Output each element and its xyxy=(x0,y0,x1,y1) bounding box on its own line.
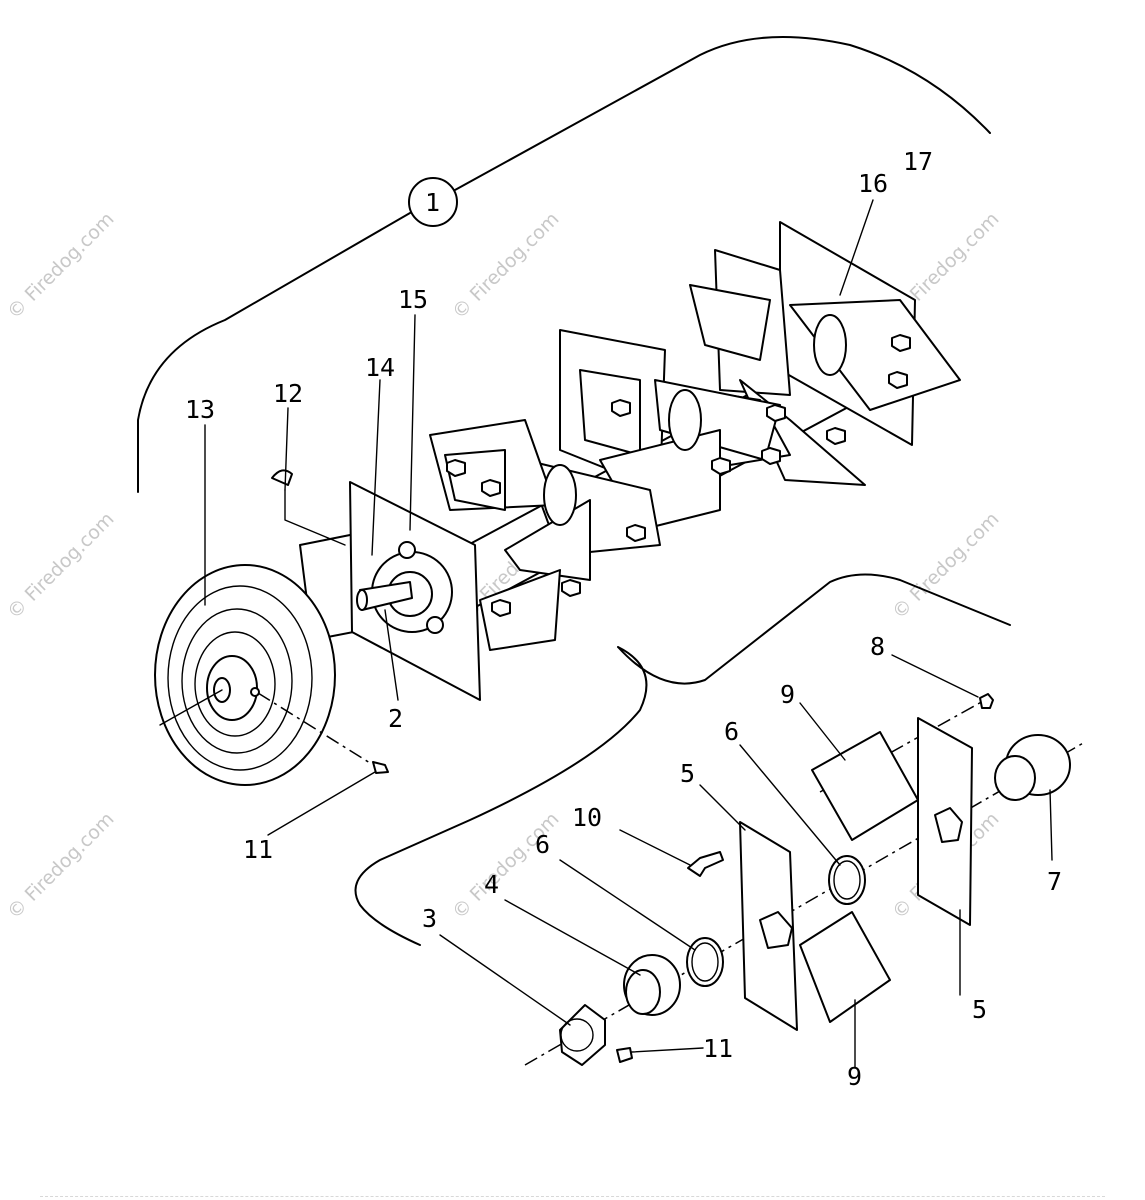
reel-spacer xyxy=(668,389,702,451)
callout-10: 10 xyxy=(572,803,602,832)
leader-16 xyxy=(839,199,874,296)
leader-8 xyxy=(891,654,979,698)
bolt-head xyxy=(491,599,511,617)
callout-3: 3 xyxy=(422,904,437,933)
snap-ring-inner xyxy=(691,942,719,982)
leader-11 xyxy=(631,1047,704,1053)
callout-6: 6 xyxy=(535,830,550,859)
side-plate-hex-hole xyxy=(934,807,963,843)
leader-5 xyxy=(699,784,746,831)
nut-setscrew xyxy=(616,1047,633,1063)
leader-6 xyxy=(739,744,841,866)
bolt-head xyxy=(891,334,911,352)
reel-spacer xyxy=(813,314,847,376)
pulley-setscrew-axis xyxy=(257,692,371,764)
bushing-bore xyxy=(994,755,1036,801)
snap-ring xyxy=(828,855,866,905)
leader-11 xyxy=(267,771,376,836)
bolt-head xyxy=(481,479,501,497)
bolt-head xyxy=(711,457,731,475)
leader-10 xyxy=(619,829,691,866)
hex-nut-thread xyxy=(560,1018,594,1052)
callout-labels: 1 2 3 4 5 5 6 6 7 8 9 9 10 11 11 12 13 1… xyxy=(185,147,1062,1091)
leader-2 xyxy=(384,609,399,701)
watermark: © Firedog.com xyxy=(3,508,118,623)
callout-13: 13 xyxy=(185,395,215,424)
snap-ring xyxy=(686,937,724,987)
hardware-bracket-outline xyxy=(354,573,1011,946)
bearing-bolt xyxy=(398,541,416,559)
bolt-head xyxy=(766,404,786,422)
shaft-end xyxy=(356,589,368,611)
callout-15: 15 xyxy=(398,285,428,314)
bolt-head xyxy=(446,459,466,477)
callout-11: 11 xyxy=(703,1034,733,1063)
key-leader xyxy=(284,489,346,546)
callout-12: 12 xyxy=(273,379,303,408)
watermark: © Firedog.com xyxy=(3,208,118,323)
callout-6: 6 xyxy=(724,717,739,746)
hardware-assembly xyxy=(524,693,1086,1066)
bushing-bore xyxy=(625,969,661,1015)
leader-12 xyxy=(284,407,289,491)
pulley-groove xyxy=(167,585,313,771)
reel-blade xyxy=(689,284,771,361)
assembly-callout-circle xyxy=(408,177,458,227)
callout-leaders xyxy=(204,199,1053,1069)
shim-plate xyxy=(811,731,919,841)
pulley-axis xyxy=(159,689,223,726)
callout-1: 1 xyxy=(425,188,440,217)
callout-8: 8 xyxy=(870,632,885,661)
pulley-groove xyxy=(194,631,276,737)
setscrew xyxy=(372,761,389,774)
watermark: © Firedog.com xyxy=(448,808,563,923)
pulley-setscrew-hole xyxy=(250,687,260,697)
bolt-head xyxy=(761,447,781,465)
snap-ring-inner xyxy=(833,860,861,900)
shim-plate xyxy=(799,911,891,1023)
left-end-assembly xyxy=(271,469,481,701)
leader-14 xyxy=(371,379,381,556)
callout-11: 11 xyxy=(243,835,273,864)
leader-7 xyxy=(1049,789,1053,861)
side-plate-hex-hole xyxy=(759,911,793,949)
reel-spacer xyxy=(543,464,577,526)
leader-6 xyxy=(559,859,696,951)
leader-3 xyxy=(439,934,571,1026)
callout-9: 9 xyxy=(847,1062,862,1091)
callout-9: 9 xyxy=(780,680,795,709)
watermark: © Firedog.com xyxy=(888,508,1003,623)
callout-17: 17 xyxy=(903,147,933,176)
leader-4 xyxy=(504,899,641,976)
assembly-bracket-outline xyxy=(137,36,991,493)
reel-blade xyxy=(479,569,561,651)
hex-nut xyxy=(559,1004,606,1066)
bolt-head xyxy=(626,524,646,542)
callout-5: 5 xyxy=(680,759,695,788)
callout-14: 14 xyxy=(365,353,395,382)
watermark: © Firedog.com xyxy=(3,808,118,923)
bearing-bolt xyxy=(426,616,444,634)
bolt-head xyxy=(611,399,631,417)
watermark: © Firedog.com xyxy=(448,208,563,323)
pulley-groove xyxy=(181,608,293,754)
callout-4: 4 xyxy=(484,870,499,899)
leader-15 xyxy=(409,314,416,531)
bolt-head xyxy=(888,371,908,389)
reel-blades xyxy=(429,221,961,651)
blade-bolts xyxy=(446,334,911,617)
callout-2: 2 xyxy=(388,704,403,733)
leader-9 xyxy=(799,702,846,761)
pulley xyxy=(154,564,389,786)
callout-5: 5 xyxy=(972,995,987,1024)
bolt-head xyxy=(826,427,846,445)
callout-16: 16 xyxy=(858,169,888,198)
lock-nut xyxy=(979,693,994,709)
page-divider xyxy=(40,1196,1105,1197)
bolt-head xyxy=(561,579,581,597)
callout-7: 7 xyxy=(1047,867,1062,896)
carriage-bolt xyxy=(687,851,724,877)
woodruff-key xyxy=(271,469,293,486)
